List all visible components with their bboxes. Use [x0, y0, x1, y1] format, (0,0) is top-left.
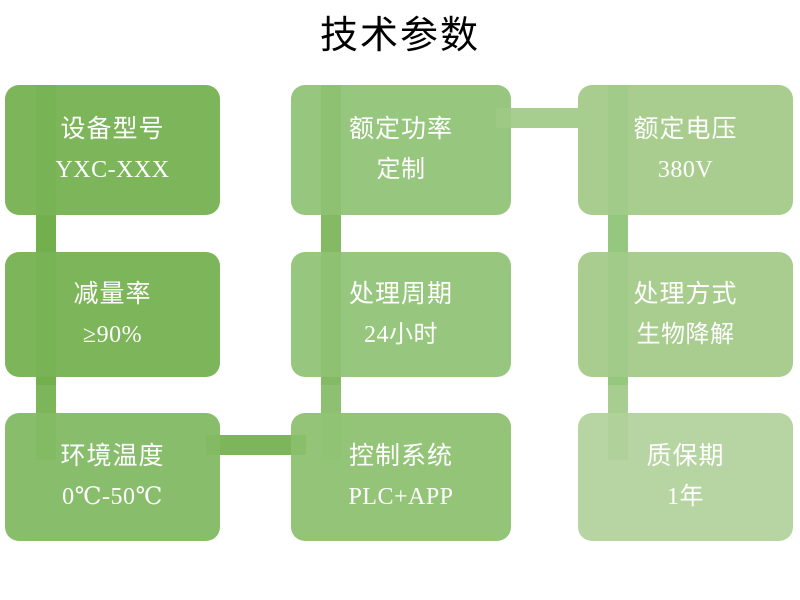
spec-card-value: 380V — [657, 157, 714, 183]
connector-h-bottom-temp-control — [206, 435, 306, 455]
page-title: 技术参数 — [319, 15, 480, 57]
spec-card-label: 减量率 — [73, 280, 152, 308]
spec-card-label: 额定电压 — [633, 116, 738, 143]
spec-card-reduction-rate[interactable]: 减量率 ≥90% — [5, 252, 220, 377]
spec-card-value: 生物降解 — [636, 321, 735, 348]
spec-card-device-model[interactable]: 设备型号 YXC-XXX — [5, 85, 220, 215]
spec-card-rated-voltage[interactable]: 额定电压 380V — [578, 85, 793, 215]
spec-card-value: 0℃-50℃ — [62, 484, 163, 510]
spec-card-label: 设备型号 — [60, 116, 165, 143]
spec-card-treatment-cycle[interactable]: 处理周期 24小时 — [291, 252, 511, 377]
spec-card-value: YXC-XXX — [55, 157, 170, 183]
spec-card-treatment-method[interactable]: 处理方式生物降解 — [578, 252, 793, 377]
spec-card-value: 定制 — [376, 157, 426, 183]
spec-card-value: 24小时 — [364, 321, 438, 348]
spec-card-ambient-temperature[interactable]: 环境温度 0℃-50℃ — [5, 413, 220, 541]
spec-card-control-system[interactable]: 控制系统 PLC+APP — [291, 413, 511, 541]
spec-card-label: 控制系统 — [348, 443, 453, 470]
spec-card-value: 1年 — [667, 484, 704, 510]
spec-card-value: ≥90% — [82, 321, 143, 348]
spec-card-label: 额定功率 — [348, 116, 453, 143]
spec-card-value: PLC+APP — [348, 484, 454, 510]
spec-card-label: 处理方式 — [633, 280, 738, 308]
spec-card-label: 处理周期 — [348, 280, 453, 308]
connector-h-top-power-voltage — [496, 108, 596, 128]
spec-card-rated-power[interactable]: 额定功率定制 — [291, 85, 511, 215]
spec-card-label: 质保期 — [646, 443, 725, 470]
spec-card-warranty-period[interactable]: 质保期 1年 — [578, 413, 793, 541]
spec-card-label: 环境温度 — [60, 443, 165, 470]
